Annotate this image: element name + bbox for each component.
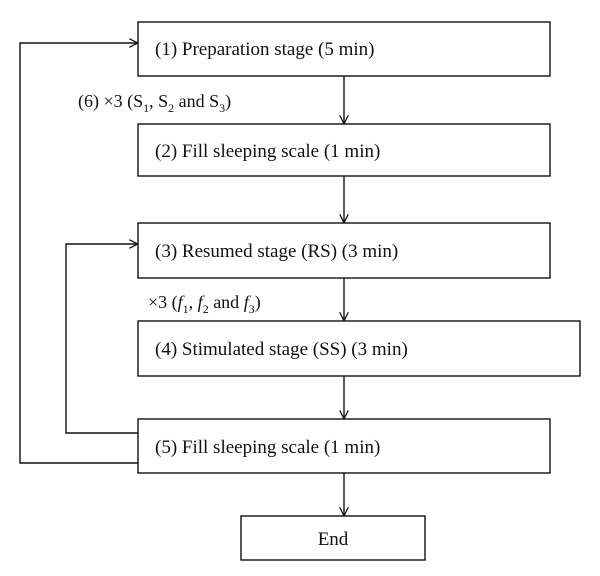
loop-outer-label: (6) ×3 (S1, S2 and S3)	[78, 91, 231, 115]
node-preparation: (1) Preparation stage (5 min)	[137, 21, 551, 77]
node-resumed-stage: (3) Resumed stage (RS) (3 min)	[137, 222, 551, 279]
loop-inner-arrow	[65, 244, 138, 434]
node-fill1-label: (2) Fill sleeping scale (1 min)	[155, 141, 380, 162]
loop-outer-arrow	[19, 43, 138, 464]
node-fill-sleeping-scale-1: (2) Fill sleeping scale (1 min)	[137, 123, 551, 177]
node-end-label: End	[318, 529, 349, 550]
node-fill2-label: (5) Fill sleeping scale (1 min)	[155, 437, 380, 458]
node-end: End	[240, 515, 426, 561]
node-stimulated-stage: (4) Stimulated stage (SS) (3 min)	[137, 320, 581, 377]
node-stimulated-label: (4) Stimulated stage (SS) (3 min)	[155, 339, 408, 360]
node-preparation-label: (1) Preparation stage (5 min)	[155, 39, 374, 60]
node-fill-sleeping-scale-2: (5) Fill sleeping scale (1 min)	[137, 418, 551, 474]
node-resumed-label: (3) Resumed stage (RS) (3 min)	[155, 241, 398, 262]
loop-inner-label: ×3 (f1, f2 and f3)	[148, 292, 261, 316]
